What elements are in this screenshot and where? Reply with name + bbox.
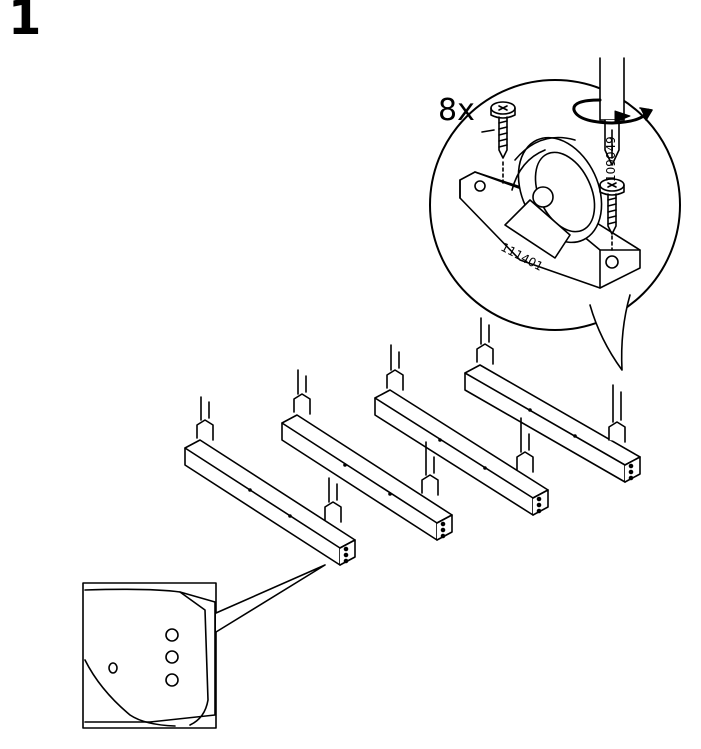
beam-end-detail-box [83,565,325,728]
step-number: 1 [8,0,41,42]
screw-part-code: 109049 [604,136,618,182]
screw-quantity-label: 8x [438,96,475,126]
leg-beam-icon [185,318,640,565]
